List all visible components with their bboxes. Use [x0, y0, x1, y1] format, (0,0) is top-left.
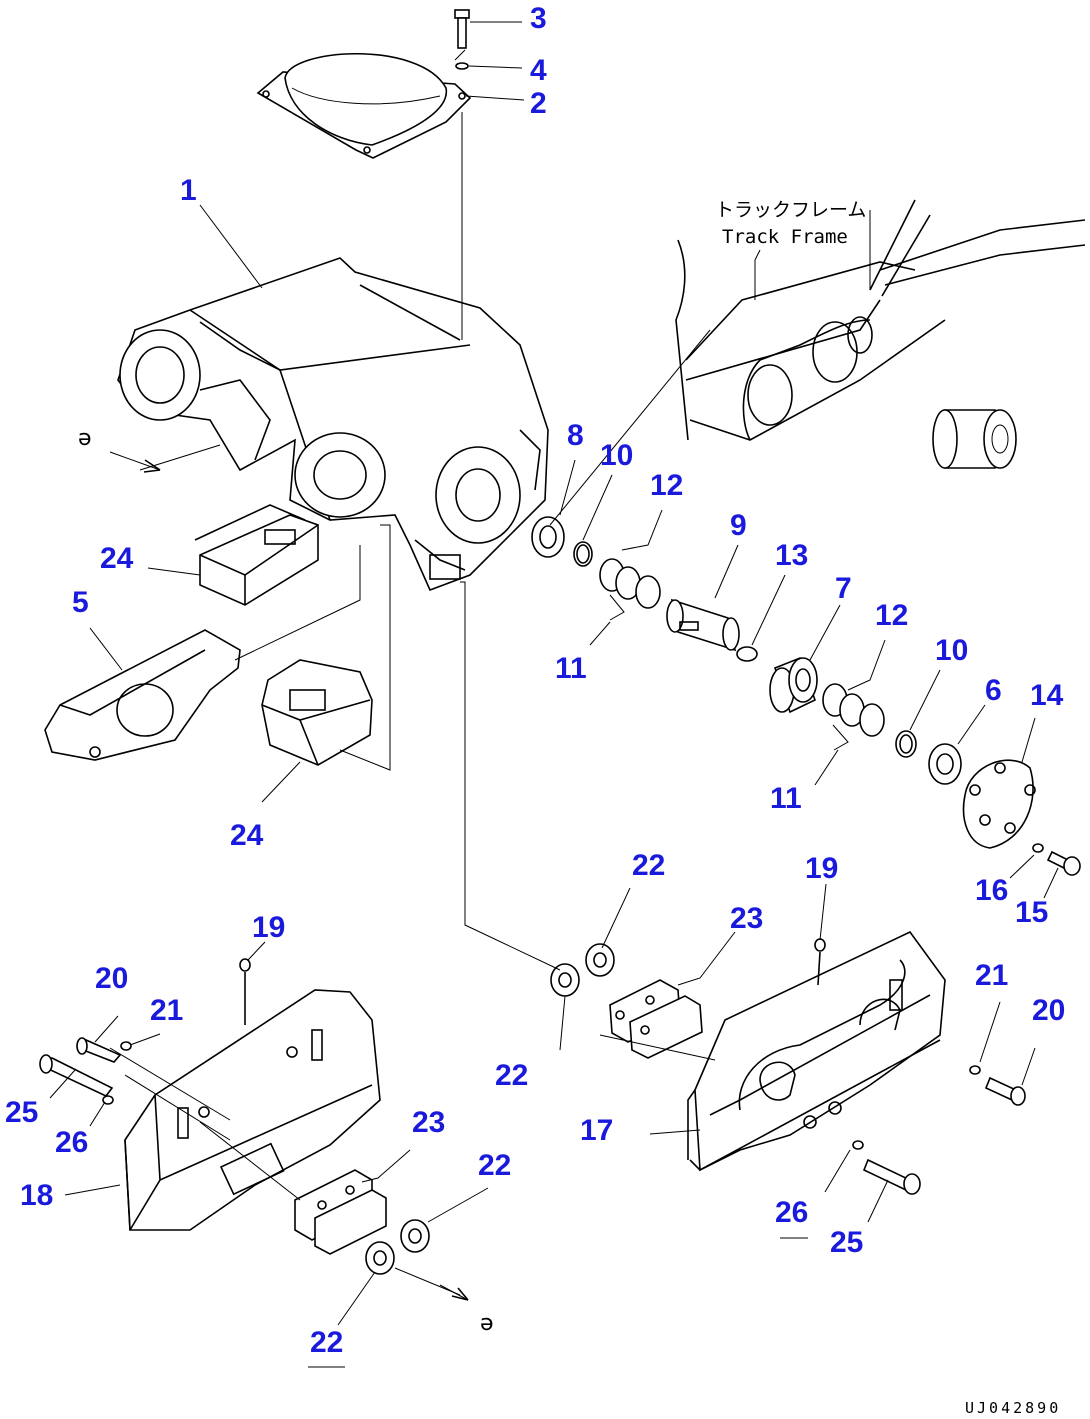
pin-part [736, 646, 758, 662]
end-plate-part [962, 759, 1036, 849]
washer-right-lower-part [852, 1140, 864, 1150]
bolt-left-upper-part [76, 1037, 122, 1063]
callout-5: 5 [72, 586, 89, 619]
callout-22: 22 [478, 1149, 511, 1182]
end-bolt-part [1046, 850, 1081, 876]
main-frame-part [117, 257, 549, 592]
track-frame-label-en: Track Frame [722, 226, 848, 248]
reference-mark-bottom: ə [480, 1311, 494, 1336]
callout-12: 12 [650, 469, 683, 502]
shaft-part [666, 598, 740, 652]
callout-16: 16 [975, 874, 1008, 907]
callout-17: 17 [580, 1114, 613, 1147]
snap-ring-part [573, 541, 593, 567]
callout-6: 6 [985, 674, 1002, 707]
washer-right-part [969, 1065, 981, 1075]
washer-part [455, 62, 469, 70]
callout-22: 22 [310, 1326, 343, 1359]
callout-12: 12 [875, 599, 908, 632]
bolt-left-part [39, 1054, 114, 1098]
callout-23: 23 [730, 902, 763, 935]
callout-4: 4 [530, 54, 547, 87]
callout-24: 24 [100, 542, 134, 575]
callout-18: 18 [20, 1179, 53, 1212]
bushing-set-part [599, 558, 661, 621]
guard-left-part [124, 989, 381, 1231]
track-frame-label-jp: トラックフレーム [715, 199, 866, 221]
callout-26: 26 [55, 1126, 88, 1159]
callout-22: 22 [632, 849, 665, 882]
callout-26: 26 [775, 1196, 808, 1229]
bushing-set-right-part [822, 683, 885, 751]
block-lower-part [261, 659, 373, 766]
callout-20: 20 [1032, 994, 1065, 1027]
guard-right-part [687, 930, 946, 1172]
callout-20: 20 [95, 962, 128, 995]
plates-right-part [609, 979, 703, 1059]
leader-lines [49, 21, 1059, 1326]
callout-13: 13 [775, 539, 808, 572]
callout-3: 3 [530, 2, 547, 35]
callout-11: 11 [770, 782, 802, 815]
small-washer-part [1032, 843, 1044, 853]
cover-plate-part [256, 53, 472, 159]
washer-left-part [120, 1041, 132, 1051]
callout-22: 22 [495, 1059, 528, 1092]
snap-ring-right-part [895, 730, 917, 758]
callout-21: 21 [150, 994, 183, 1027]
washer-left-lower-part [102, 1095, 114, 1105]
link-plate-part [44, 629, 241, 761]
bolt-right-upper-part [984, 1076, 1026, 1106]
callout-15: 15 [1015, 896, 1048, 929]
callout-25: 25 [830, 1226, 863, 1259]
bearing-part [769, 656, 818, 714]
callout-19: 19 [805, 852, 838, 885]
plates-left-part [294, 1169, 387, 1255]
bolt-part [454, 9, 470, 49]
callout-21: 21 [975, 959, 1008, 992]
callout-10: 10 [600, 439, 633, 472]
callout-10: 10 [935, 634, 968, 667]
callout-24: 24 [230, 819, 264, 852]
callout-7: 7 [835, 572, 852, 605]
track-frame-reference [675, 199, 1086, 441]
callout-14: 14 [1030, 679, 1064, 712]
cylinder-part [932, 409, 1017, 469]
callout-19: 19 [252, 911, 285, 944]
callout-25: 25 [5, 1096, 38, 1129]
figure-code: UJ042890 [965, 1399, 1061, 1417]
bolt-right-lower-part [862, 1158, 921, 1195]
callout-23: 23 [412, 1106, 445, 1139]
reference-arrow-bottom [439, 1284, 469, 1301]
seal-ring-part [531, 516, 565, 558]
block-upper-part [194, 504, 319, 606]
callout-1: 1 [180, 174, 197, 207]
callout-9: 9 [730, 509, 747, 542]
callout-11: 11 [555, 652, 587, 685]
reference-arrow-left [109, 451, 161, 473]
callout-8: 8 [567, 419, 584, 452]
bushing-pair-left-part [365, 1219, 430, 1275]
callout-2: 2 [530, 87, 547, 120]
seal-right-part [928, 743, 962, 785]
bushing-pair-right-part [550, 943, 615, 997]
grease-fitting-left-part [239, 958, 251, 1025]
reference-mark-left: ə [78, 426, 92, 451]
